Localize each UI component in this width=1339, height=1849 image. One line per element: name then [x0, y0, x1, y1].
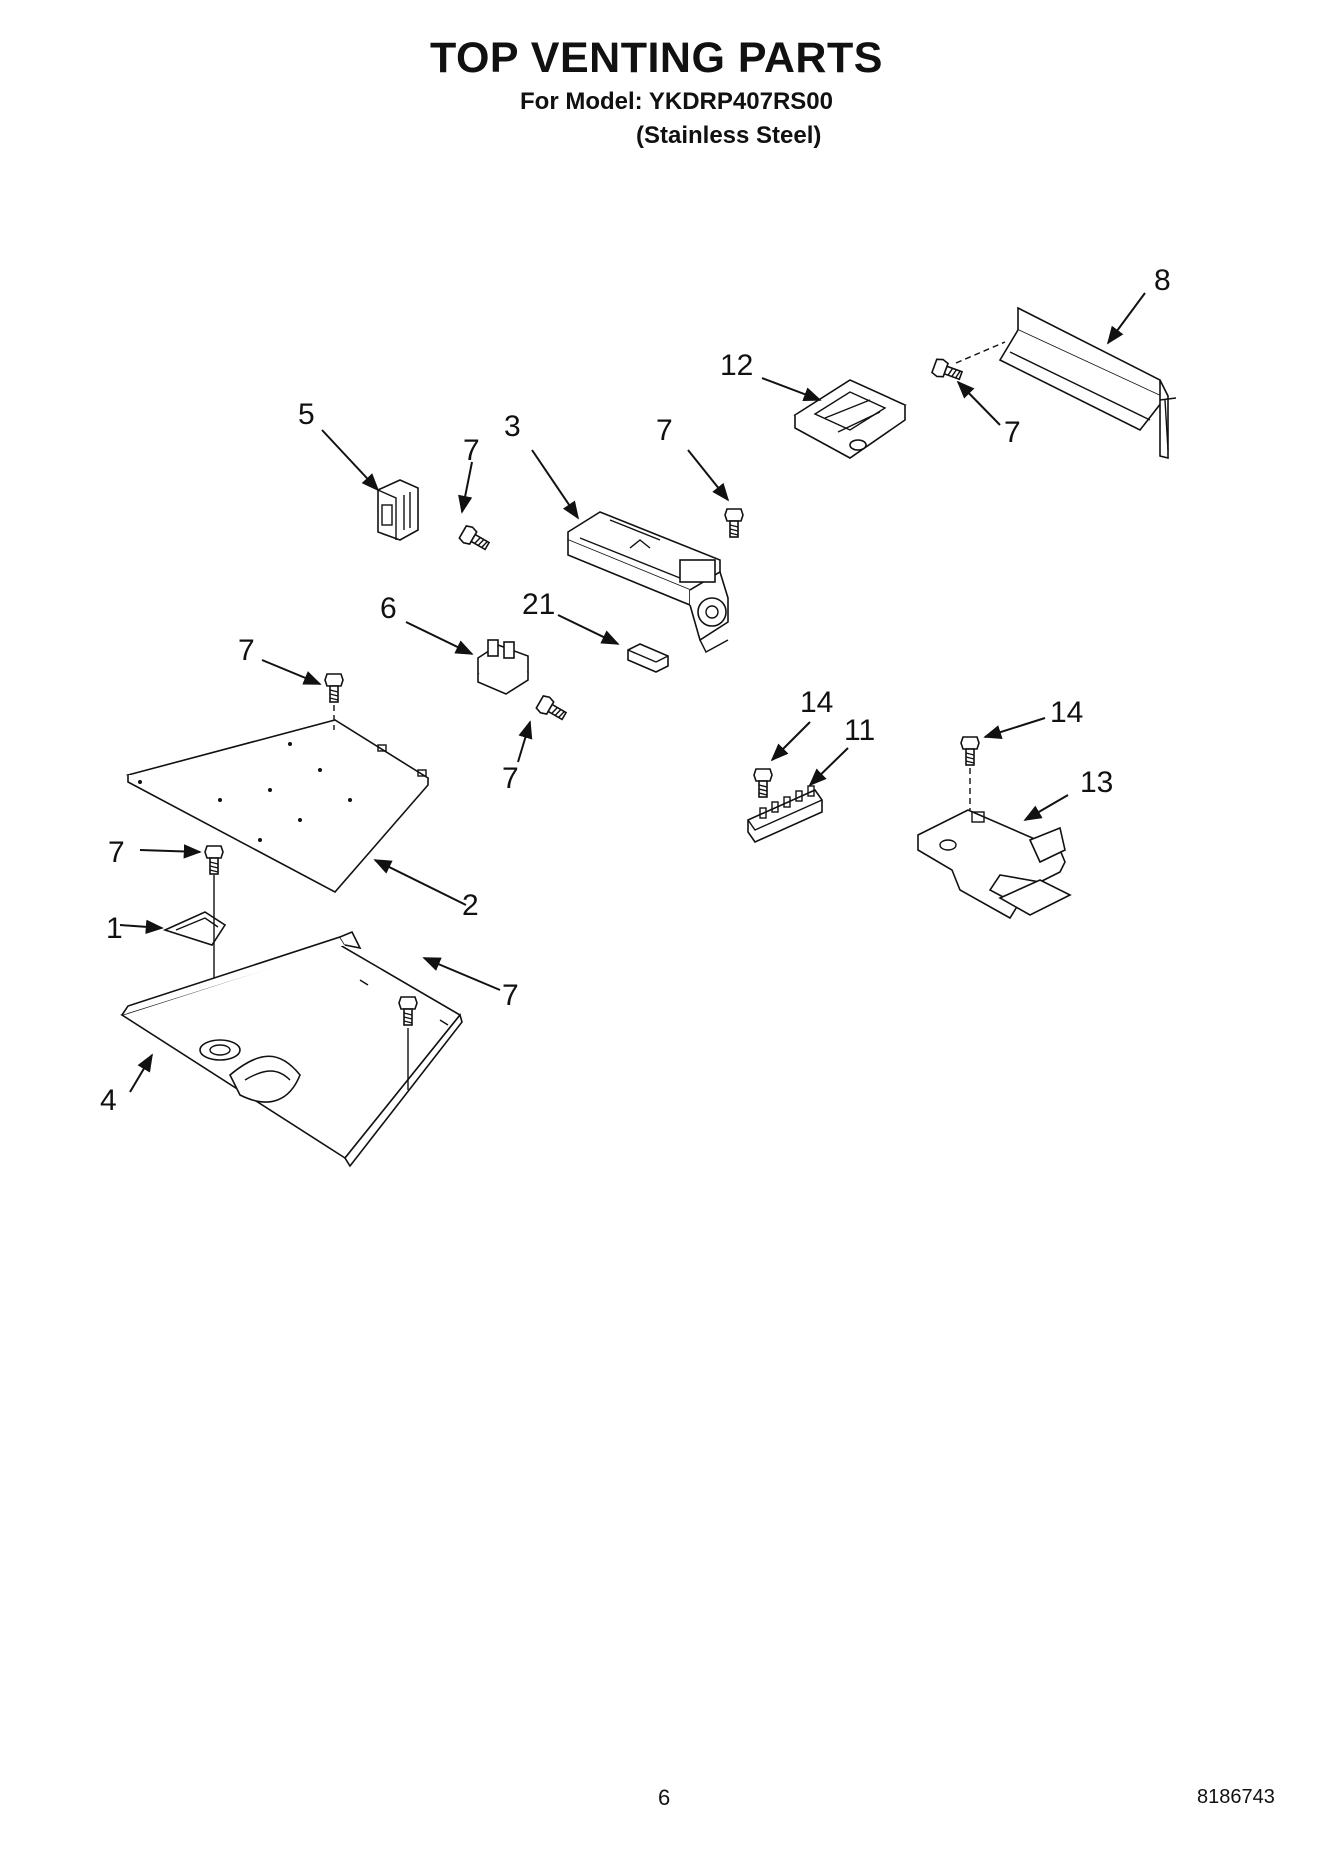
leader-6 — [405, 621, 474, 655]
callout-6: 6 — [380, 592, 397, 625]
leader-21 — [557, 614, 620, 645]
leader-14-strip — [770, 721, 811, 762]
callout-4: 4 — [100, 1084, 117, 1117]
part-13-mount-bracket — [917, 809, 1072, 920]
screw-14-bracket — [960, 736, 980, 766]
leader-11 — [808, 747, 849, 787]
leader-7-flap — [139, 844, 202, 859]
leader-12 — [761, 377, 822, 401]
part-1-flap — [162, 911, 227, 946]
callout-11: 11 — [844, 714, 875, 747]
callout-7-top-panel: 7 — [238, 634, 255, 667]
leader-13 — [1023, 794, 1069, 821]
part-11-terminal-strip — [747, 785, 823, 844]
callout-7-base: 7 — [502, 979, 519, 1012]
callout-7-relay: 7 — [502, 762, 519, 795]
callout-7-switch: 7 — [463, 434, 480, 467]
callout-12: 12 — [720, 349, 753, 382]
leader-1 — [119, 919, 164, 935]
page-number: 6 — [658, 1785, 671, 1810]
screw-7-top-panel — [324, 673, 344, 703]
page-title: TOP VENTING PARTS — [430, 34, 883, 82]
document-number: 8186743 — [1197, 1786, 1275, 1808]
screw-7-motor — [724, 508, 744, 538]
callout-7-motor: 7 — [656, 414, 673, 447]
part-3-fan-motor-assembly — [567, 511, 729, 653]
callout-1: 1 — [106, 912, 123, 945]
screw-7-relay — [534, 693, 570, 725]
part-4-vent-base — [120, 930, 463, 1168]
callout-2: 2 — [462, 889, 479, 922]
leader-3 — [531, 449, 580, 520]
leader-5 — [321, 429, 380, 492]
leader-7-relay — [517, 720, 533, 763]
leader-7-base — [422, 957, 501, 991]
screw-7-flap — [204, 845, 224, 875]
leader-2 — [373, 859, 467, 906]
leader-7-top-panel — [261, 659, 322, 685]
part-8-vent-bracket — [998, 306, 1177, 460]
leader-7-motor — [687, 449, 730, 502]
screw-14-strip — [753, 768, 773, 798]
leader-7-bracket — [956, 380, 1001, 426]
callout-7-flap: 7 — [108, 836, 125, 869]
callout-7-bracket: 7 — [1004, 416, 1021, 449]
model-line: For Model: YKDRP407RS00 — [520, 88, 833, 115]
leader-4 — [129, 1053, 153, 1093]
callout-5: 5 — [298, 398, 315, 431]
callout-13: 13 — [1080, 766, 1113, 799]
part-6-relay — [477, 639, 529, 695]
callout-21: 21 — [522, 588, 555, 621]
leader-8 — [1106, 292, 1146, 345]
part-5-switch — [377, 479, 419, 541]
leader-14-bracket — [983, 717, 1046, 739]
part-2-top-panel — [125, 719, 430, 894]
finish-line: (Stainless Steel) — [636, 122, 822, 149]
callout-8: 8 — [1154, 264, 1171, 297]
screw-7-switch — [457, 523, 493, 555]
part-12-tray — [793, 379, 907, 459]
callout-14-strip: 14 — [800, 686, 833, 719]
callout-14-bracket: 14 — [1050, 696, 1083, 729]
part-21-block — [627, 643, 669, 673]
callout-3: 3 — [504, 410, 521, 443]
leader-7-switch — [458, 461, 473, 514]
